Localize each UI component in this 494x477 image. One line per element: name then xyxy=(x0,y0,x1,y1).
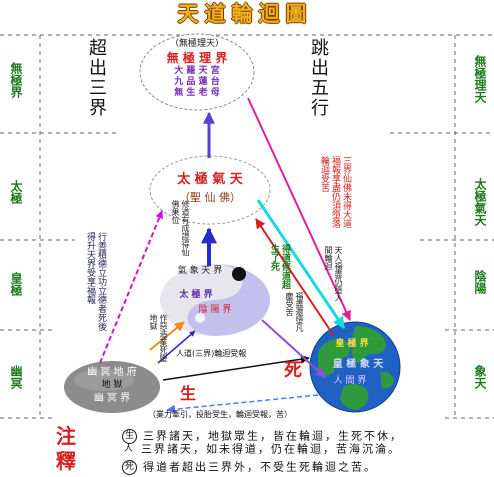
death-marker: 死 xyxy=(284,360,302,381)
right-label-2: 太極氣天 xyxy=(473,178,487,226)
underworld-oval xyxy=(64,361,160,413)
zone-dividers xyxy=(0,34,494,419)
legend-mark: 人 xyxy=(123,444,133,454)
globe-continent xyxy=(380,371,394,389)
left-label-2: 太極 xyxy=(9,180,23,204)
transcend-right-text: 跳出五行 xyxy=(308,38,329,118)
legend-text: 得道者超出三界外，不受生死輪迴之苦。 xyxy=(143,460,377,474)
left-label-1: 無極界 xyxy=(9,62,23,98)
human-path-caption: 人道(三界)輪迴受報 xyxy=(176,349,247,358)
flow-arrows xyxy=(99,97,351,414)
li-tian-line-1: 大 羅 天 宮 xyxy=(174,66,220,76)
li-tian-line-3: 無 生 老 母 xyxy=(174,88,220,98)
note-sink: 作惡造業死墮地獄 xyxy=(149,314,168,362)
arrow-qi-to-earth xyxy=(256,199,346,329)
underworld-highlight xyxy=(74,369,134,391)
qi-tian-heading: 太 極 氣 天 xyxy=(177,172,243,187)
birth-marker: 生 xyxy=(180,384,197,403)
taiji-middle-text: 太 極 界 xyxy=(179,290,213,300)
note-ascend-center: 修道有成證得仙佛果位 xyxy=(171,200,190,256)
note-attain: 得道修道超生了死 xyxy=(269,244,290,289)
underworld-bottom-text: 幽 冥 界 xyxy=(93,393,131,404)
arrow-underworld-to-taiji xyxy=(149,321,185,351)
legend-text: 三界諸天，地獄眾生，皆在輪迴，生死不休， xyxy=(143,429,403,443)
earth-globe xyxy=(309,321,401,413)
arrow-earth-to-underworld xyxy=(166,394,319,414)
underworld-top-text: 幽 冥 地 府 xyxy=(87,367,137,378)
note-fall-right: 天人福盡仍墮人間輪迴 xyxy=(324,246,343,302)
note-ascend-left: 行善積德立功立德者死後得升天界受享福報 xyxy=(85,232,106,331)
earth-middle-text: 皇 極 象 天 xyxy=(332,359,384,370)
globe-continent xyxy=(318,339,351,376)
right-label-1: 無極理天 xyxy=(473,55,487,103)
li-tian-line-2: 九 品 蓮 台 xyxy=(174,77,220,87)
earth-bottom-text: 人 間 界 xyxy=(333,376,367,386)
legend-mark: 生 xyxy=(122,429,137,444)
arrow-taiji-to-earth xyxy=(261,319,326,378)
arrow-earth-to-qi xyxy=(255,218,335,337)
taiji-light-dot xyxy=(195,313,205,323)
globe-continent xyxy=(351,326,386,363)
qi-tian-oval xyxy=(149,155,271,225)
arrow-underworld-to-taiji-blue xyxy=(157,330,196,364)
qi-tian-subtitle: （聖 仙 佛） xyxy=(179,191,241,204)
note-fall-center: 福盡還墮凡塵受苦 xyxy=(285,292,304,332)
transcend-left-text: 超出三界 xyxy=(86,38,107,118)
legend-item: 死得道者超出三界外，不受生死輪迴之苦。 xyxy=(122,460,377,475)
legend-heading-2: 釋 xyxy=(56,449,76,473)
underworld-middle-text: 地 獄 xyxy=(101,380,123,390)
taiji-yin-half xyxy=(187,264,270,336)
taiji-bottom-text: 陰 陽 界 xyxy=(198,305,232,315)
taiji-dark-dot xyxy=(232,267,246,281)
left-label-4: 幽冥 xyxy=(9,365,23,389)
karma-caption: （業力牽引，投胎受生，輪迴受報，苦） xyxy=(148,410,292,419)
taiji-top-text: 氣 象 天 界 xyxy=(177,266,223,276)
legend-item: 人三界諸天，如未得道，仍在輪迴，苦海沉淪。 xyxy=(122,443,401,456)
diagram-title: 天道輪迴圖 xyxy=(177,2,313,26)
arrow-underworld-to-earth xyxy=(162,354,310,381)
right-label-4: 象天 xyxy=(473,365,487,389)
globe-continent xyxy=(340,384,369,410)
right-label-3: 陰陽 xyxy=(473,270,487,294)
li-tian-heading: 無 極 理 界 xyxy=(166,51,228,65)
legend-text: 三界諸天，如未得道，仍在輪迴，苦海沉淪。 xyxy=(141,442,401,456)
taiji-symbol xyxy=(160,264,270,336)
note-fall-red: 三界仙佛未得大道福報享盡仍須墮落輪迴受苦 xyxy=(319,156,351,228)
legend-heading-1: 注 xyxy=(56,424,76,448)
legend-item: 生三界諸天，地獄眾生，皆在輪迴，生死不休， xyxy=(122,429,403,444)
li-tian-subtitle: （無極理天） xyxy=(169,39,224,49)
legend-mark: 死 xyxy=(122,460,137,475)
arrow-underworld-to-qi xyxy=(99,210,163,364)
earth-top-text: 皇 極 界 xyxy=(335,339,369,349)
li-tian-oval xyxy=(139,33,255,111)
left-label-3: 皇極 xyxy=(9,272,23,296)
arrow-li-to-earth xyxy=(247,97,351,321)
